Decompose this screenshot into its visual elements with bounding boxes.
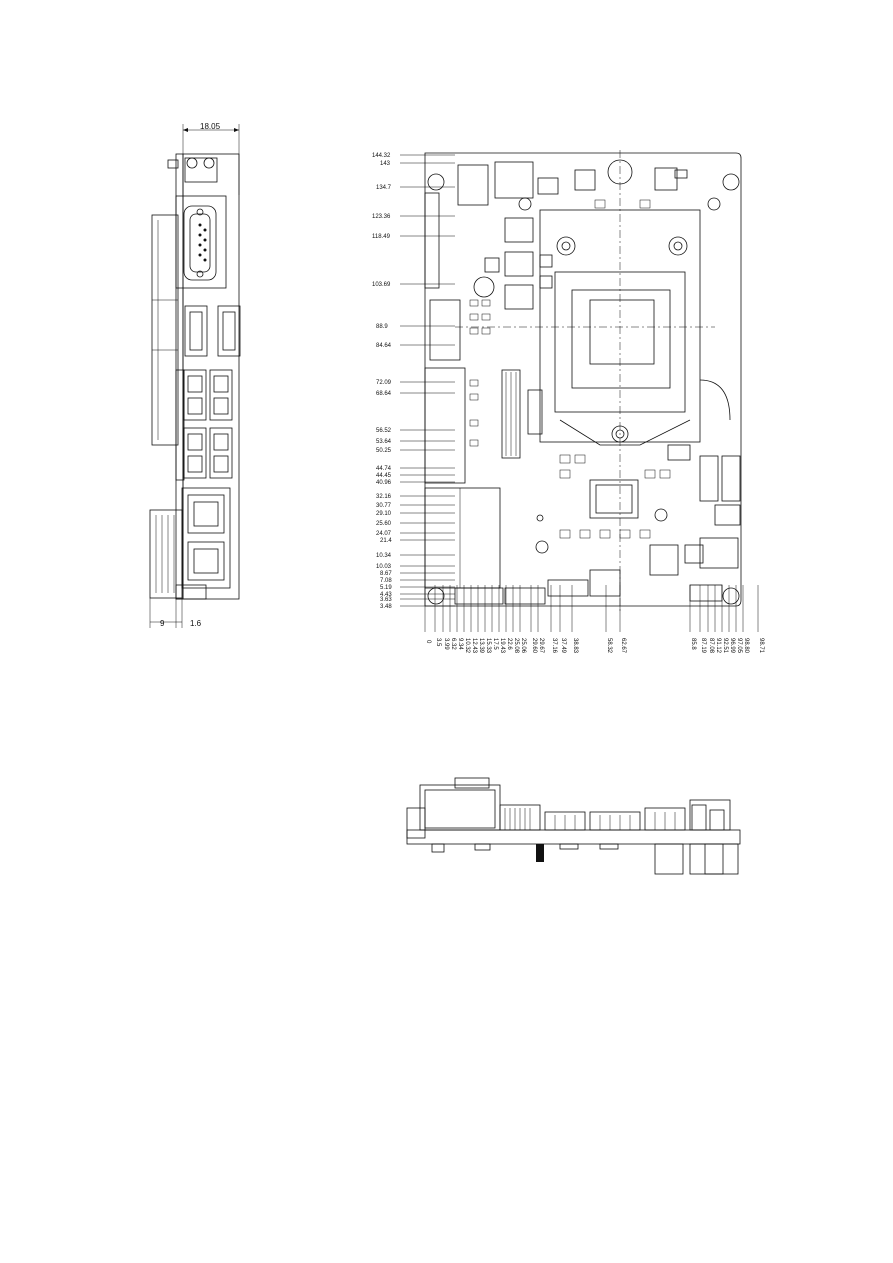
left-dim-label: 25.60 (376, 521, 392, 527)
left-dim-label: 30.77 (376, 503, 392, 509)
left-dim-label: 88.9 (376, 324, 388, 330)
left-dim-label: 8.67 (380, 571, 392, 577)
left-dim-label: 84.64 (376, 343, 392, 349)
left-dim-label: 53.64 (376, 439, 392, 445)
bottom-dim-label: 0 (425, 640, 431, 644)
left-dim-label: 3.48 (380, 604, 392, 610)
bottom-dim-label: 37.16 (551, 638, 557, 654)
bottom-dim-label: 91.12 (715, 638, 721, 654)
left-dim-label: 44.74 (376, 466, 392, 472)
left-dim-label: 118.49 (372, 234, 391, 240)
bottom-dimension-labels: 0 3.5 3.99 6.32 9.34 10.32 12.43 13.39 1… (425, 638, 764, 654)
bottom-dim-label: 38.83 (572, 638, 578, 654)
left-dim-label: 72.09 (376, 380, 392, 386)
left-dim-label: 56.52 (376, 428, 392, 434)
bottom-dim-label: 58.32 (606, 638, 612, 654)
bottom-dim-label: 25.06 (520, 638, 526, 654)
bottom-dim-label: 6.32 (450, 638, 456, 650)
bottom-dim-label: 22.6 (506, 638, 512, 650)
left-dim-label: 134.7 (376, 185, 392, 191)
bottom-dim-label: 12.43 (471, 638, 477, 654)
left-dim-label: 143 (380, 161, 391, 167)
bottom-dim-label: 9.34 (457, 638, 463, 650)
side-view: 18.05 (149, 122, 241, 628)
left-dim-label: 24.07 (376, 531, 392, 537)
left-dim-label: 32.16 (376, 494, 392, 500)
left-dim-label: 50.25 (376, 448, 392, 454)
side-bottom-dimension-1: 9 (160, 619, 165, 628)
bottom-dim-label: 62.67 (620, 638, 626, 654)
bottom-dim-label: 98.71 (758, 638, 764, 654)
bottom-dim-label: 3.5 (435, 638, 441, 647)
bottom-dim-label: 85.8 (690, 638, 696, 650)
bottom-dim-label: 37.49 (560, 638, 566, 654)
left-dim-label: 103.69 (372, 282, 391, 288)
left-dim-label: 68.64 (376, 391, 392, 397)
bottom-dim-label: 87.08 (708, 638, 714, 654)
left-dim-label: 5.19 (380, 585, 392, 591)
board-top-view (400, 150, 759, 632)
bottom-dim-label: 3.99 (443, 638, 449, 650)
left-dim-label: 10.34 (376, 553, 392, 559)
left-dim-label: 123.36 (372, 214, 391, 220)
left-dimension-labels: 144.32 143 134.7 123.36 118.49 103.69 88… (372, 153, 392, 610)
left-dim-label: 40.96 (376, 480, 392, 486)
bottom-dim-label: 87.19 (700, 638, 706, 654)
front-view (406, 777, 741, 875)
bottom-dim-label: 29.67 (538, 638, 544, 654)
left-dim-label: 21.4 (380, 538, 392, 544)
side-bottom-dimension-2: 1.6 (190, 619, 202, 628)
bottom-dim-label: 96.99 (729, 638, 735, 654)
bottom-dim-label: 98.80 (743, 638, 749, 654)
left-dim-label: 4.43 (380, 592, 392, 598)
bottom-dim-label: 25.08 (513, 638, 519, 654)
bottom-dim-label: 13.39 (478, 638, 484, 654)
left-dim-label: 3.63 (380, 597, 392, 603)
bottom-dim-label: 92.51 (722, 638, 728, 654)
left-dim-label: 10.03 (376, 564, 392, 570)
side-top-dimension: 18.05 (200, 122, 221, 131)
left-dim-label: 44.45 (376, 473, 392, 479)
left-dim-label: 29.10 (376, 511, 392, 517)
bottom-dim-label: 97.05 (736, 638, 742, 654)
left-dim-label: 144.32 (372, 153, 391, 159)
bottom-dim-label: 19.43 (499, 638, 505, 654)
bottom-dim-label: 17.5 (492, 638, 498, 650)
left-dim-label: 7.08 (380, 578, 392, 584)
bottom-dim-label: 15.33 (485, 638, 491, 654)
bottom-dim-label: 29.60 (531, 638, 537, 654)
bottom-dim-label: 10.32 (464, 638, 470, 654)
